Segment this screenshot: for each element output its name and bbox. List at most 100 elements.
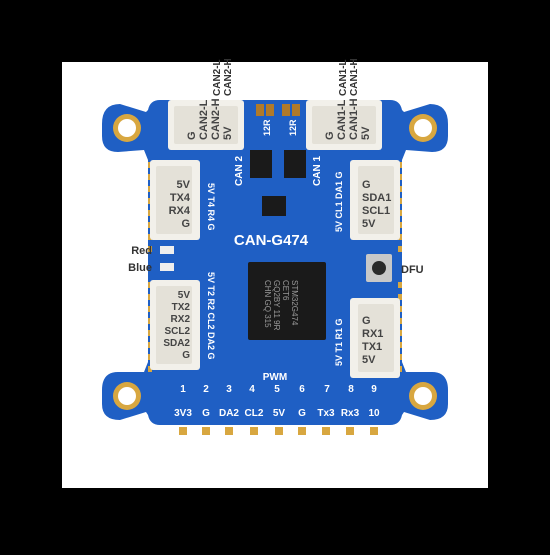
header-signal: DA2 xyxy=(219,408,239,419)
mounting-hole-top-right-center xyxy=(414,119,432,137)
connector-pin-can1-l: CAN1-L xyxy=(336,99,348,140)
pin-label-can1-l: CAN1-L xyxy=(338,59,349,96)
connector-pin-sda1: SDA1 xyxy=(362,192,391,204)
jumper-pad xyxy=(292,104,300,116)
header-signal: Tx3 xyxy=(317,408,335,419)
header-number: 7 xyxy=(324,384,330,395)
pwm-label: PWM xyxy=(263,372,287,383)
header-signal: 5V xyxy=(273,408,286,419)
connector-socket xyxy=(156,286,192,364)
header-pad xyxy=(250,427,258,435)
header-number: 9 xyxy=(371,384,377,395)
right-upper-connector: G SDA1 SCL1 5V 5V CL1 DA1 G xyxy=(334,160,400,240)
connector-socket xyxy=(312,106,376,144)
header-signal: CL2 xyxy=(245,408,264,419)
connector-pin-5v: 5V xyxy=(360,126,372,140)
connector-pin-sda2: SDA2 xyxy=(163,338,190,349)
header-number: 2 xyxy=(203,384,209,395)
header-signal: 3V3 xyxy=(174,408,192,419)
connector-pin-can2-l: CAN2-L xyxy=(198,99,210,140)
header-pad xyxy=(322,427,330,435)
can1-transceiver-chip xyxy=(284,150,306,178)
dfu-button[interactable] xyxy=(372,261,386,275)
pin-label-can1-h: CAN1-H xyxy=(349,58,360,96)
header-number: 3 xyxy=(226,384,232,395)
mcu-package xyxy=(248,262,326,340)
left-lower-inner-label: 5V T2 R2 CL2 DA2 G xyxy=(206,272,216,360)
dfu-button-label: DFU xyxy=(401,264,424,276)
header-signal: 10 xyxy=(368,408,380,419)
can2-board-label: CAN 2 xyxy=(234,156,245,186)
jumper-pad xyxy=(266,104,274,116)
mcu-marking-line-4: CHN GQ 315 xyxy=(263,280,272,328)
header-signal: G xyxy=(202,408,210,419)
pin-label-can2-h: CAN2-H xyxy=(223,58,234,96)
left-lower-connector: 5V TX2 RX2 SCL2 SDA2 G 5V T2 R2 CL2 DA2 … xyxy=(150,272,216,370)
header-numbers: 1 2 3 4 5 6 7 8 9 xyxy=(180,384,377,395)
castellation-pad xyxy=(148,366,152,372)
top-right-connector: CAN1-L CAN1-H G CAN1-L CAN1-H 5V xyxy=(306,58,382,150)
mcu-marking-line-1: STM32G474 xyxy=(290,280,299,326)
right-lower-inner-label: 5V T1 R1 G xyxy=(334,318,344,366)
connector-pin-can1-h: CAN1-H xyxy=(348,98,360,140)
led-red-label: Red xyxy=(131,245,152,257)
connector-socket xyxy=(174,106,238,144)
mcu-marking-line-2: CET6 xyxy=(281,280,290,301)
connector-pin-g: G xyxy=(362,179,371,191)
can2-transceiver-chip xyxy=(250,150,272,178)
can1-board-label: CAN 1 xyxy=(312,156,323,186)
castellation-pad xyxy=(398,294,402,300)
connector-pin-scl2: SCL2 xyxy=(164,326,190,337)
header-pad xyxy=(346,427,354,435)
status-leds: Red Blue xyxy=(128,245,174,274)
connector-pin-tx1: TX1 xyxy=(362,341,382,353)
header-pad xyxy=(225,427,233,435)
connector-pin-g: G xyxy=(181,218,190,230)
header-pad xyxy=(275,427,283,435)
castellation-pad xyxy=(398,246,402,252)
left-upper-connector: 5V TX4 RX4 G 5V T4 R4 G xyxy=(150,160,216,240)
pin-label-can2-l: CAN2-L xyxy=(212,59,223,96)
mounting-hole-bottom-left-center xyxy=(118,387,136,405)
mcu-marking-line-3: GQ2BY 11 9R xyxy=(272,280,281,331)
connector-pin-g: G xyxy=(182,350,190,361)
connector-pin-5v: 5V xyxy=(362,218,376,230)
left-upper-inner-label: 5V T4 R4 G xyxy=(206,183,216,231)
connector-socket xyxy=(358,304,394,372)
connector-pin-5v: 5V xyxy=(178,290,191,301)
header-number: 8 xyxy=(348,384,354,395)
red-led xyxy=(160,246,174,254)
header-number: 1 xyxy=(180,384,186,395)
connector-socket xyxy=(358,166,394,234)
header-signal: Rx3 xyxy=(341,408,360,419)
connector-pin-5v: 5V xyxy=(222,126,234,140)
castellation-pad xyxy=(398,282,402,288)
header-pads xyxy=(179,427,378,435)
jumper-pad xyxy=(256,104,264,116)
right-upper-inner-label: 5V CL1 DA1 G xyxy=(334,171,344,232)
mounting-hole-top-left-center xyxy=(118,119,136,137)
connector-pin-rx2: RX2 xyxy=(171,314,191,325)
connector-pin-scl1: SCL1 xyxy=(362,205,390,217)
header-signals: 3V3 G DA2 CL2 5V G Tx3 Rx3 10 xyxy=(174,408,380,419)
board-name-label: CAN-G474 xyxy=(234,232,309,249)
blue-led xyxy=(160,263,174,271)
jumper-pad xyxy=(282,104,290,116)
led-blue-label: Blue xyxy=(128,262,152,274)
top-left-connector: CAN2-L CAN2-H G CAN2-L CAN2-H 5V xyxy=(168,58,244,150)
connector-pin-g: G xyxy=(324,131,336,140)
header-number: 5 xyxy=(274,384,280,395)
connector-pin-can2-h: CAN2-H xyxy=(210,98,222,140)
connector-socket xyxy=(156,166,192,234)
dfu-button-group: DFU xyxy=(366,254,424,282)
connector-pin-5v: 5V xyxy=(362,354,376,366)
header-pad xyxy=(202,427,210,435)
connector-pin-tx2: TX2 xyxy=(172,302,191,313)
header-pad xyxy=(179,427,187,435)
connector-pin-g: G xyxy=(362,315,371,327)
can-transceivers: CAN 2 CAN 1 xyxy=(234,150,323,216)
connector-pin-g: G xyxy=(186,131,198,140)
header-number: 4 xyxy=(249,384,255,395)
header-signal: G xyxy=(298,408,306,419)
